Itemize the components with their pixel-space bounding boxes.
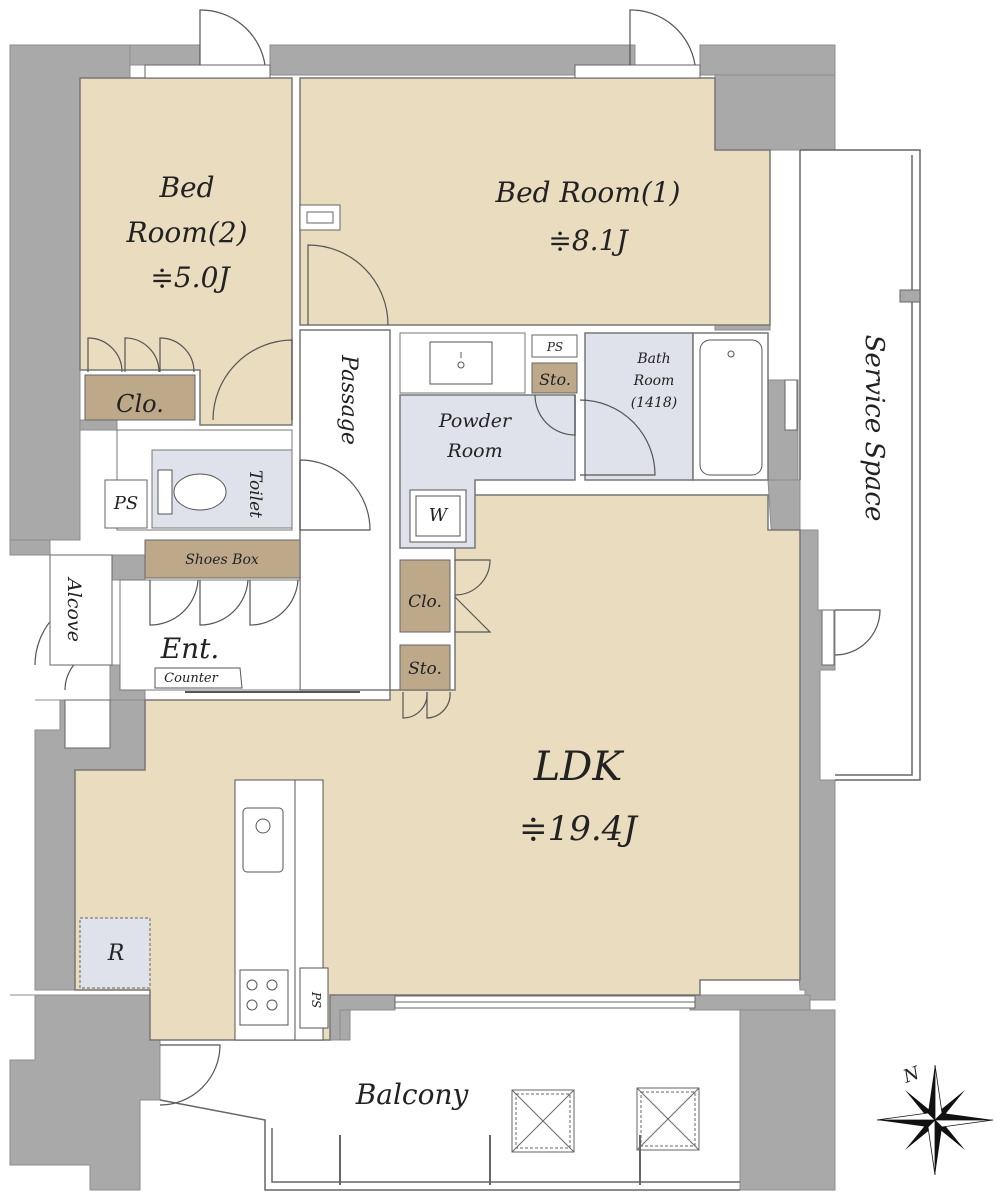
fridge-label: R bbox=[107, 941, 125, 966]
bed-room-2-label-line1: Bed bbox=[158, 171, 214, 204]
bed-room-2-area: ≑5.0J bbox=[150, 261, 231, 294]
ldk-area: ≑19.4J bbox=[519, 809, 639, 849]
ps-bath-label: PS bbox=[546, 340, 563, 354]
balcony-outline bbox=[159, 1099, 740, 1191]
service-space-label: Service Space bbox=[859, 335, 889, 522]
bed-room-1-floor bbox=[299, 77, 771, 326]
bed-room-2-label-line2: Room(2) bbox=[125, 216, 247, 249]
storage-bath-label: Sto. bbox=[539, 370, 571, 389]
bath-room-floor bbox=[584, 332, 694, 481]
balcony-hatch-1 bbox=[511, 1089, 575, 1153]
ps-bath-box bbox=[531, 334, 578, 358]
bed-room-1-label: Bed Room(1) bbox=[495, 176, 681, 209]
ps-kitchen-label: PS bbox=[309, 991, 323, 1008]
counter-label: Counter bbox=[164, 671, 218, 686]
ps-toilet-label: PS bbox=[113, 493, 138, 514]
ldk-label: LDK bbox=[533, 744, 625, 790]
shoes-box bbox=[144, 539, 301, 579]
passage-label: Passage bbox=[336, 354, 361, 445]
closet-ldk bbox=[399, 559, 451, 633]
bath-room-label-line2: Room bbox=[633, 373, 675, 389]
washbasin bbox=[429, 341, 493, 385]
closet-bed2-label: Clo. bbox=[116, 390, 164, 418]
storage-ldk bbox=[399, 644, 451, 691]
storage-ldk-label: Sto. bbox=[408, 659, 442, 679]
windows bbox=[144, 64, 835, 1009]
toilet-bowl bbox=[157, 469, 227, 515]
alcove-label: Alcove bbox=[63, 576, 85, 642]
bed-room-2-floor bbox=[79, 77, 293, 426]
walls bbox=[9, 44, 836, 1191]
balcony-label: Balcony bbox=[355, 1078, 470, 1111]
fridge-space bbox=[79, 917, 151, 989]
closet-bed2 bbox=[84, 374, 196, 421]
closet-ldk-label: Clo. bbox=[408, 592, 442, 612]
compass-rose-icon bbox=[876, 1064, 994, 1176]
entrance-label: Ent. bbox=[160, 632, 220, 665]
storage-bath bbox=[531, 362, 578, 394]
compass-north-label: N bbox=[900, 1062, 924, 1088]
ps-toilet-box bbox=[104, 479, 148, 529]
service-space-outline bbox=[799, 149, 921, 781]
bathtub bbox=[699, 339, 763, 476]
washing-machine bbox=[409, 489, 467, 543]
bath-room-label-line1: Bath bbox=[636, 351, 670, 367]
balcony-hatch-2 bbox=[636, 1087, 700, 1151]
bed-room-1-area: ≑8.1J bbox=[548, 224, 629, 257]
powder-room-label-line2: Room bbox=[446, 440, 502, 462]
bath-room-size: (1418) bbox=[631, 395, 678, 411]
washer-label: W bbox=[429, 505, 449, 526]
shoes-box-label: Shoes Box bbox=[185, 552, 259, 568]
kitchen-counter bbox=[234, 779, 329, 1041]
powder-room-label-line1: Powder bbox=[438, 410, 513, 432]
toilet-label: Toilet bbox=[245, 470, 265, 518]
